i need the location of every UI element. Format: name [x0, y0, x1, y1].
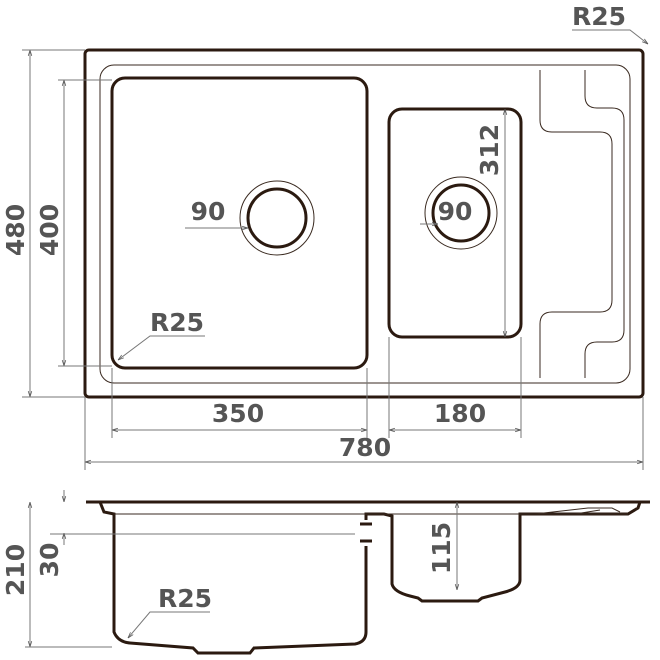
small-bowl	[387, 107, 523, 339]
inner-rim	[99, 64, 631, 384]
corner-radius-label: R25	[572, 2, 626, 31]
small-drain	[431, 183, 491, 243]
bowl-depth-label: 400	[35, 204, 64, 256]
bowl-radius-label: R25	[150, 308, 204, 337]
main-bowl-width-label: 350	[212, 399, 264, 428]
side-profile	[86, 500, 650, 655]
overall-width-label: 780	[339, 433, 391, 462]
small-bowl-length-label: 312	[475, 124, 504, 176]
small-bowl-height-label: 115	[427, 522, 456, 574]
main-drain-label: 90	[191, 197, 226, 226]
total-height-label: 210	[1, 544, 30, 596]
top-view: R25 480 400 350 180 780 312 90 90 R25	[1, 2, 648, 470]
main-bowl	[110, 76, 369, 370]
drainboard	[539, 70, 625, 378]
small-drain-outer	[424, 176, 498, 250]
small-drain-label: 90	[438, 197, 473, 226]
main-drain	[246, 187, 308, 249]
main-drain-outer	[239, 180, 315, 256]
sink-outline	[83, 48, 645, 399]
overall-depth-label: 480	[1, 204, 30, 256]
side-view: 210 30 115 R25	[1, 490, 650, 655]
bottom-radius-label: R25	[158, 584, 212, 613]
small-bowl-width-label: 180	[434, 399, 486, 428]
overflow-offset-label: 30	[35, 543, 64, 578]
